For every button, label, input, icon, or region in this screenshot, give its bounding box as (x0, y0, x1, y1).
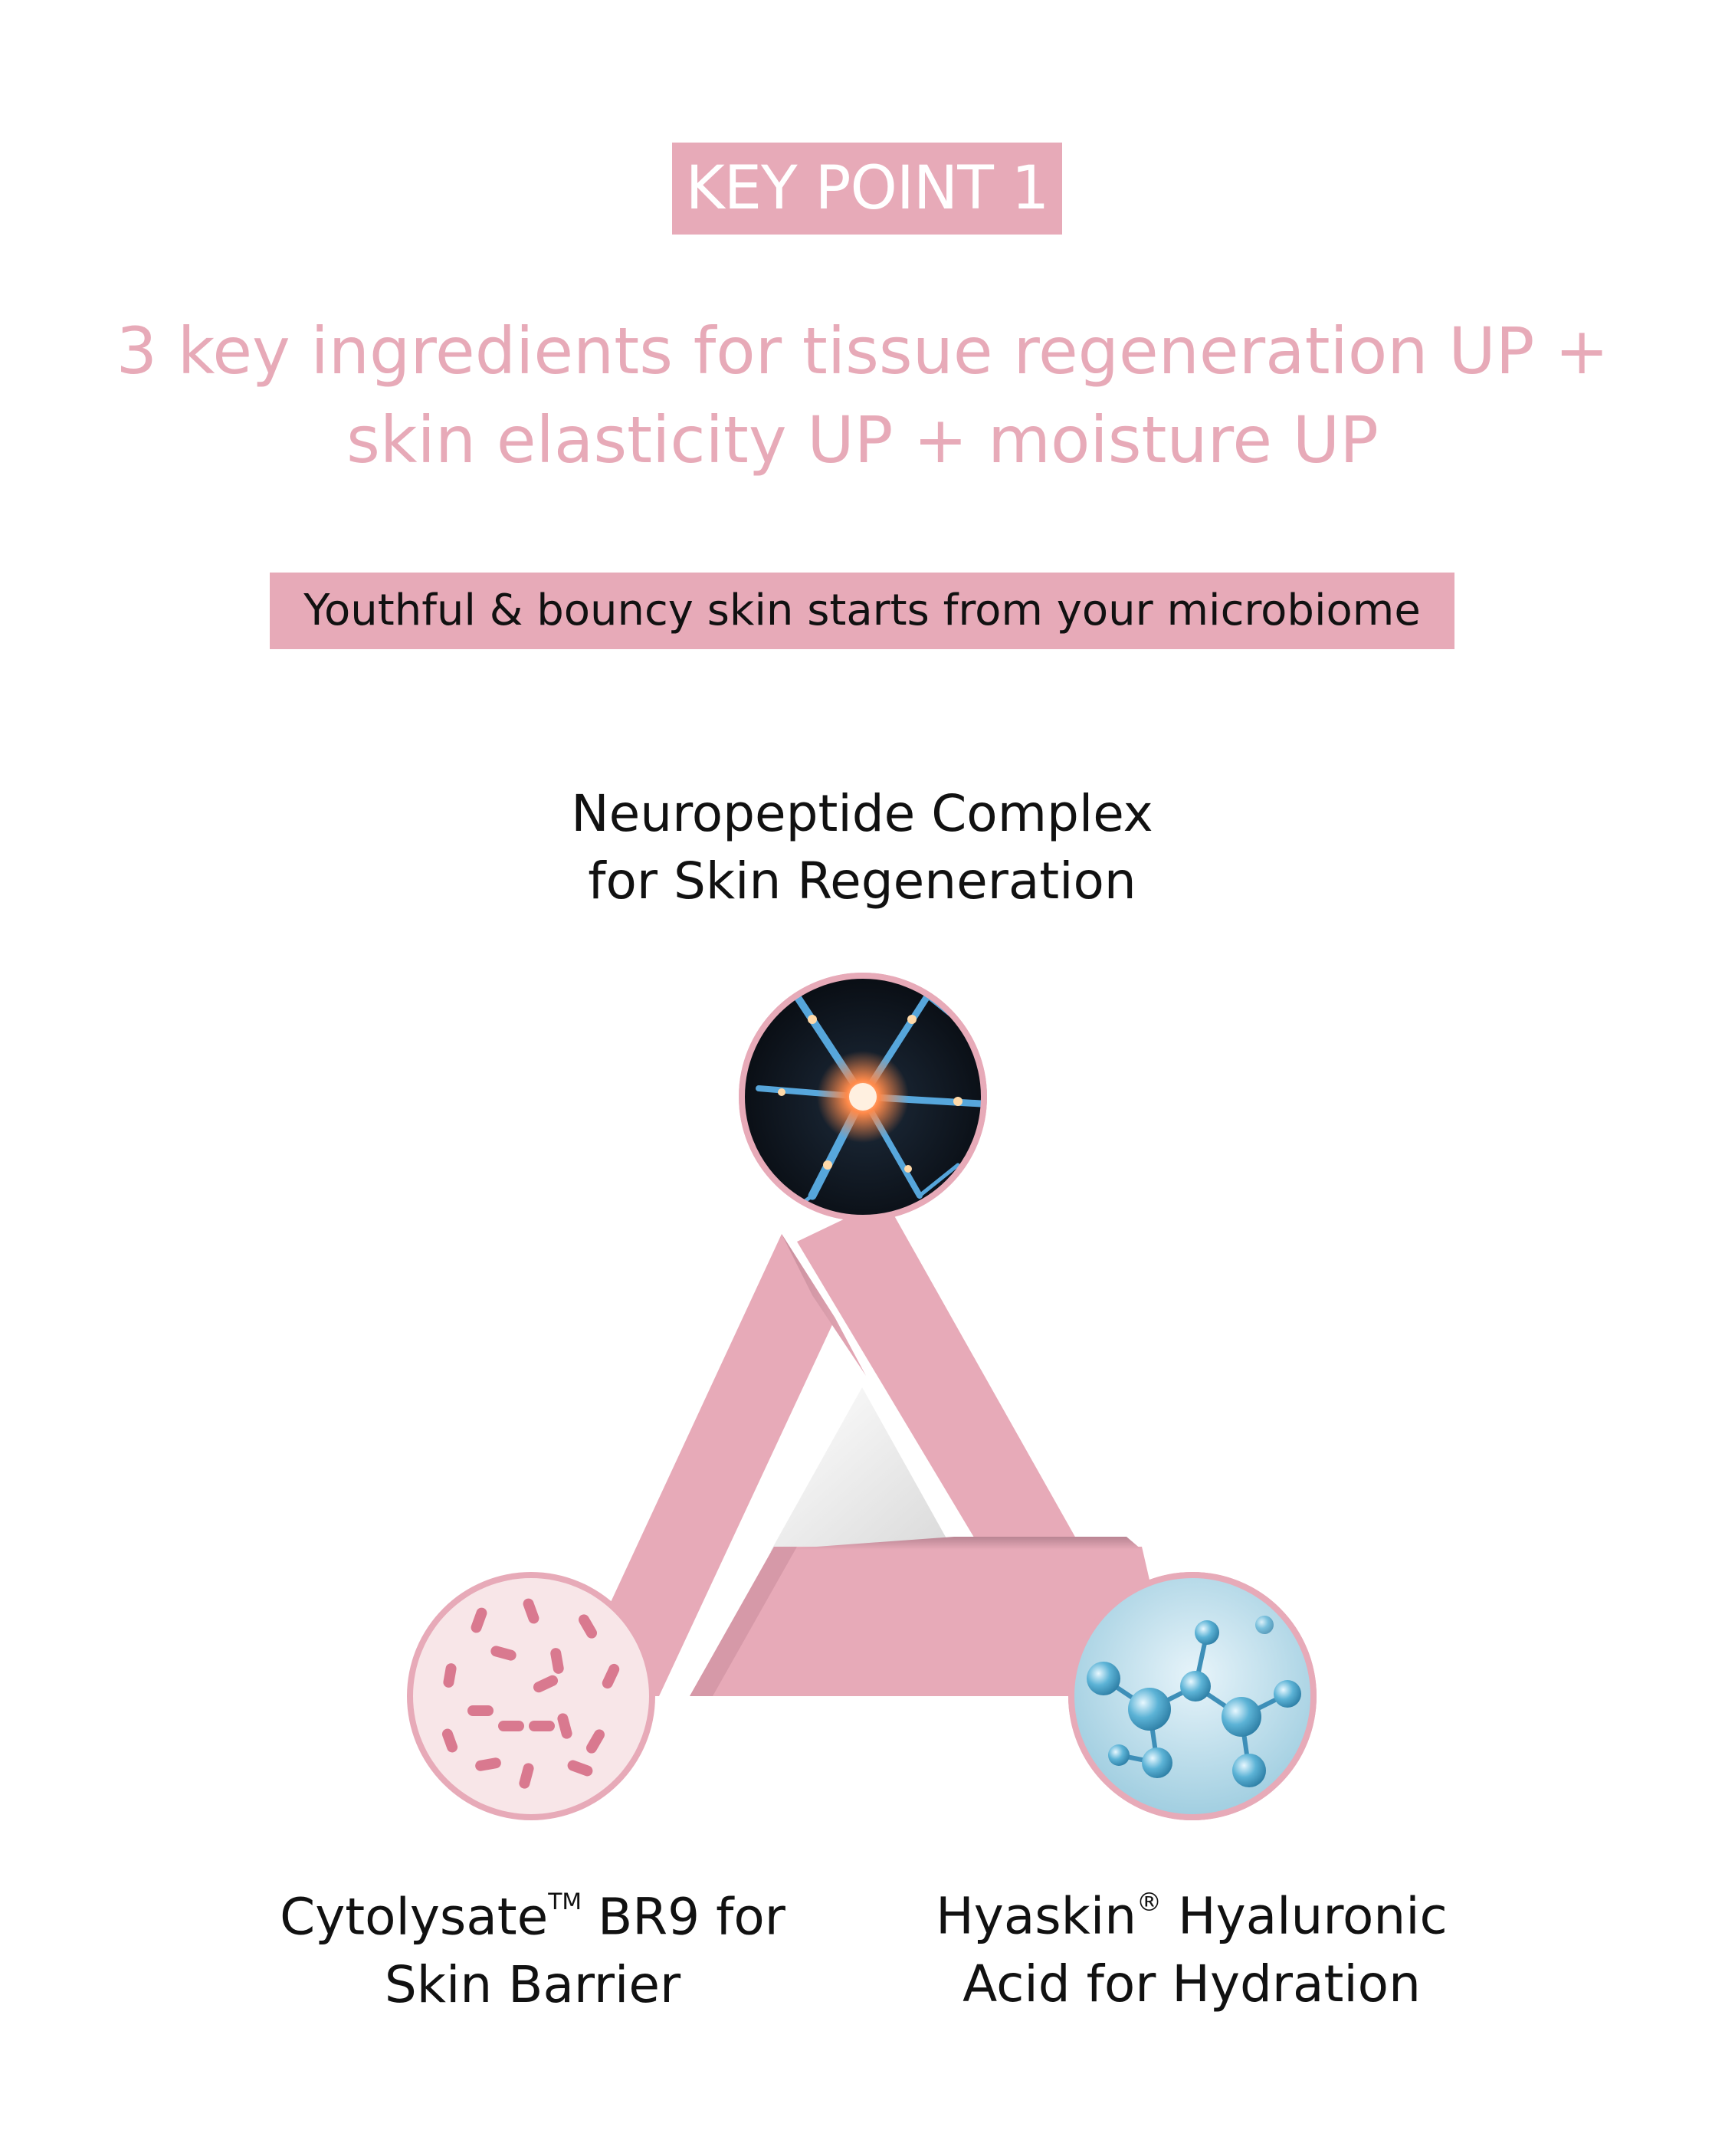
registered-mark: ® (1136, 1887, 1163, 1917)
ingredient-label-line: Hyaskin® Hyaluronic (885, 1869, 1498, 1951)
ingredient-label-line: CytolysateTM BR9 for (226, 1869, 839, 1951)
ribbon-left (567, 1234, 835, 1696)
ingredient-name: Cytolysate (280, 1887, 549, 1947)
headline-line-1: 3 key ingredients for tissue regeneratio… (116, 313, 1609, 389)
headline: 3 key ingredients for tissue regeneratio… (77, 307, 1648, 484)
neuron-icon (739, 973, 987, 1221)
triangle-inner-space (770, 1387, 954, 1552)
ingredient-label-line: Acid for Hydration (963, 1954, 1421, 2013)
molecule-icon (1068, 1572, 1317, 1820)
ingredient-label-line: Neuropeptide Complex (571, 784, 1153, 843)
trademark-mark: TM (548, 1889, 582, 1915)
key-point-badge: KEY POINT 1 (672, 143, 1062, 235)
ingredient-label-hyaskin: Hyaskin® Hyaluronic Acid for Hydration (885, 1869, 1498, 2018)
ingredient-name-rest: Hyaluronic (1162, 1886, 1448, 1946)
headline-line-2: skin elasticity UP + moisture UP (346, 402, 1379, 477)
bacteria-icon (407, 1572, 655, 1820)
ribbon-bottom (690, 1547, 1176, 1696)
ingredient-label-neuropeptide: Neuropeptide Complex for Skin Regenerati… (479, 780, 1245, 915)
subtitle-banner: Youthful & bouncy skin starts from your … (270, 573, 1454, 649)
ingredient-name: Hyaskin (936, 1886, 1137, 1946)
ribbon-fold-right (774, 1537, 1142, 1550)
ribbon-fold-top (782, 1234, 866, 1376)
ingredient-label-cytolysate: CytolysateTM BR9 for Skin Barrier (226, 1869, 839, 2019)
ingredient-label-line: Skin Barrier (384, 1954, 681, 2014)
ingredient-name-rest: BR9 for (582, 1887, 785, 1947)
ribbon-fold-left (690, 1547, 797, 1696)
ingredient-label-line: for Skin Regeneration (588, 852, 1136, 911)
